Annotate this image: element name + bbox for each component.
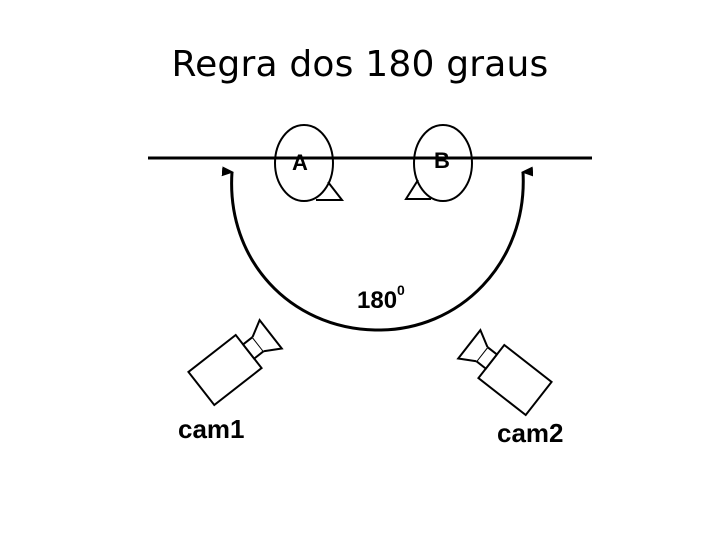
camera-2-label: cam2 bbox=[497, 418, 564, 448]
subject-a-head bbox=[274, 124, 334, 202]
angle-value: 180 bbox=[357, 287, 398, 314]
subject-a-label: A bbox=[292, 150, 308, 175]
subject-b-label: B bbox=[434, 148, 450, 173]
camera-2-icon bbox=[456, 328, 553, 417]
angle-arc-arrow bbox=[221, 166, 534, 332]
camera-1-icon bbox=[187, 318, 284, 407]
subject-a-nose bbox=[316, 181, 345, 201]
angle-degree-mark: 0 bbox=[397, 282, 405, 298]
subject-b-head bbox=[413, 124, 473, 202]
slide-title: Regra dos 180 graus bbox=[171, 44, 549, 85]
angle-label: 1800 bbox=[357, 282, 405, 315]
subject-b-nose bbox=[404, 179, 431, 200]
camera-1-label: cam1 bbox=[178, 414, 245, 444]
subject-a bbox=[274, 124, 345, 202]
subject-b bbox=[404, 124, 473, 202]
